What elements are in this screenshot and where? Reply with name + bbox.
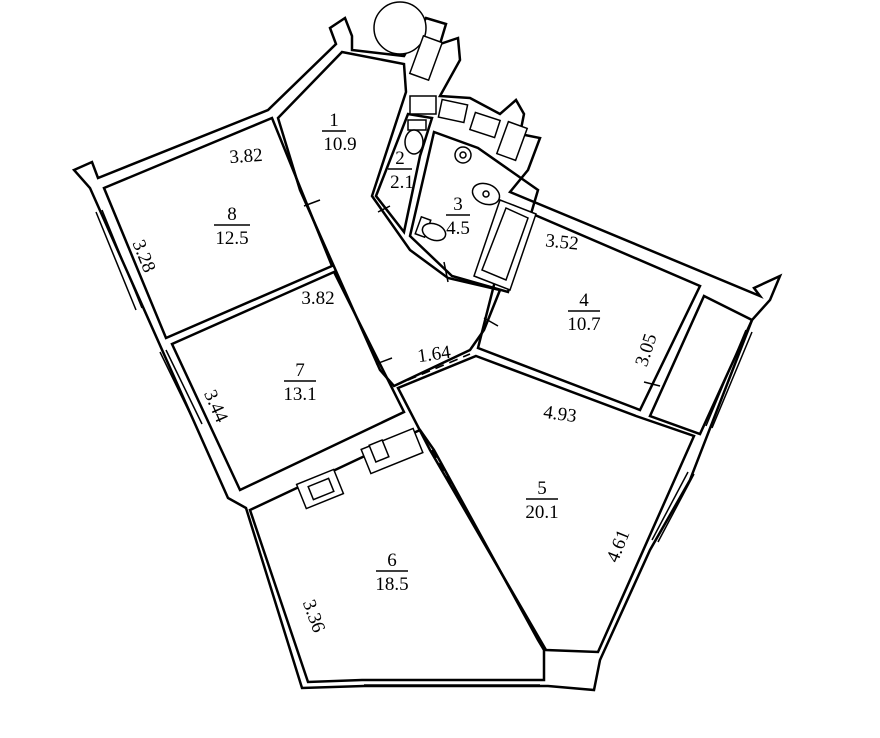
room-5-outline xyxy=(396,354,696,654)
window-loggia xyxy=(705,329,753,429)
shaft-blocks xyxy=(408,34,529,162)
room-number-2: 2 xyxy=(395,148,405,169)
room-number-1: 1 xyxy=(329,110,339,131)
toilet-room3 xyxy=(414,215,447,242)
zone-divider-5-6 xyxy=(431,449,545,651)
room-number-7: 7 xyxy=(295,360,305,381)
room-8-outline xyxy=(102,116,334,340)
dim-room4-top: 3.52 xyxy=(544,230,579,254)
door-ticks xyxy=(303,199,661,387)
window-room6 xyxy=(364,679,540,686)
room-area-4: 10.7 xyxy=(567,314,600,335)
room-label-7: 7 13.1 xyxy=(283,360,316,405)
toilet-room2 xyxy=(404,119,427,155)
vent-circle xyxy=(373,1,427,55)
room-area-6: 18.5 xyxy=(375,574,408,595)
room-label-3: 3 4.5 xyxy=(446,194,470,239)
room-area-7: 13.1 xyxy=(283,384,316,405)
room-3-outline xyxy=(408,130,540,294)
dim-room7-top: 3.82 xyxy=(301,288,334,309)
zone-divider-1-5 xyxy=(393,353,471,387)
room-1-outline xyxy=(276,50,502,388)
room-label-4: 4 10.7 xyxy=(567,290,600,335)
room-label-6: 6 18.5 xyxy=(375,550,408,595)
kitchen-sink xyxy=(295,468,345,510)
window-room8 xyxy=(95,209,143,311)
bathtub-room3 xyxy=(473,199,537,291)
outer-wall xyxy=(71,16,783,692)
dim-room8-top: 3.82 xyxy=(229,145,264,168)
room-number-3: 3 xyxy=(453,194,463,215)
room-2-outline xyxy=(374,112,434,235)
window-room7 xyxy=(159,349,203,427)
room-area-3: 4.5 xyxy=(446,218,470,239)
loggia-outline xyxy=(648,294,754,436)
room-area-1: 10.9 xyxy=(323,134,356,155)
dim-room5-top: 4.93 xyxy=(542,402,578,427)
boiler-icon xyxy=(454,146,472,164)
room-7-outline xyxy=(170,270,406,492)
window-room5 xyxy=(651,471,695,543)
kitchen-stove xyxy=(360,427,424,475)
room-label-5: 5 20.1 xyxy=(525,478,558,523)
room-label-2: 2 2.1 xyxy=(388,148,414,193)
room-number-6: 6 xyxy=(387,550,397,571)
dim-opening-1-5: 1.64 xyxy=(416,342,452,367)
room-area-5: 20.1 xyxy=(525,502,558,523)
room-number-4: 4 xyxy=(579,290,589,311)
room-area-8: 12.5 xyxy=(215,228,248,249)
room-number-5: 5 xyxy=(537,478,547,499)
washbasin-room3 xyxy=(471,182,501,206)
room-4-outline xyxy=(476,204,702,412)
room-label-8: 8 12.5 xyxy=(214,204,250,249)
room-label-1: 1 10.9 xyxy=(322,110,357,155)
room-number-8: 8 xyxy=(227,204,237,225)
room-area-2: 2.1 xyxy=(390,172,414,193)
